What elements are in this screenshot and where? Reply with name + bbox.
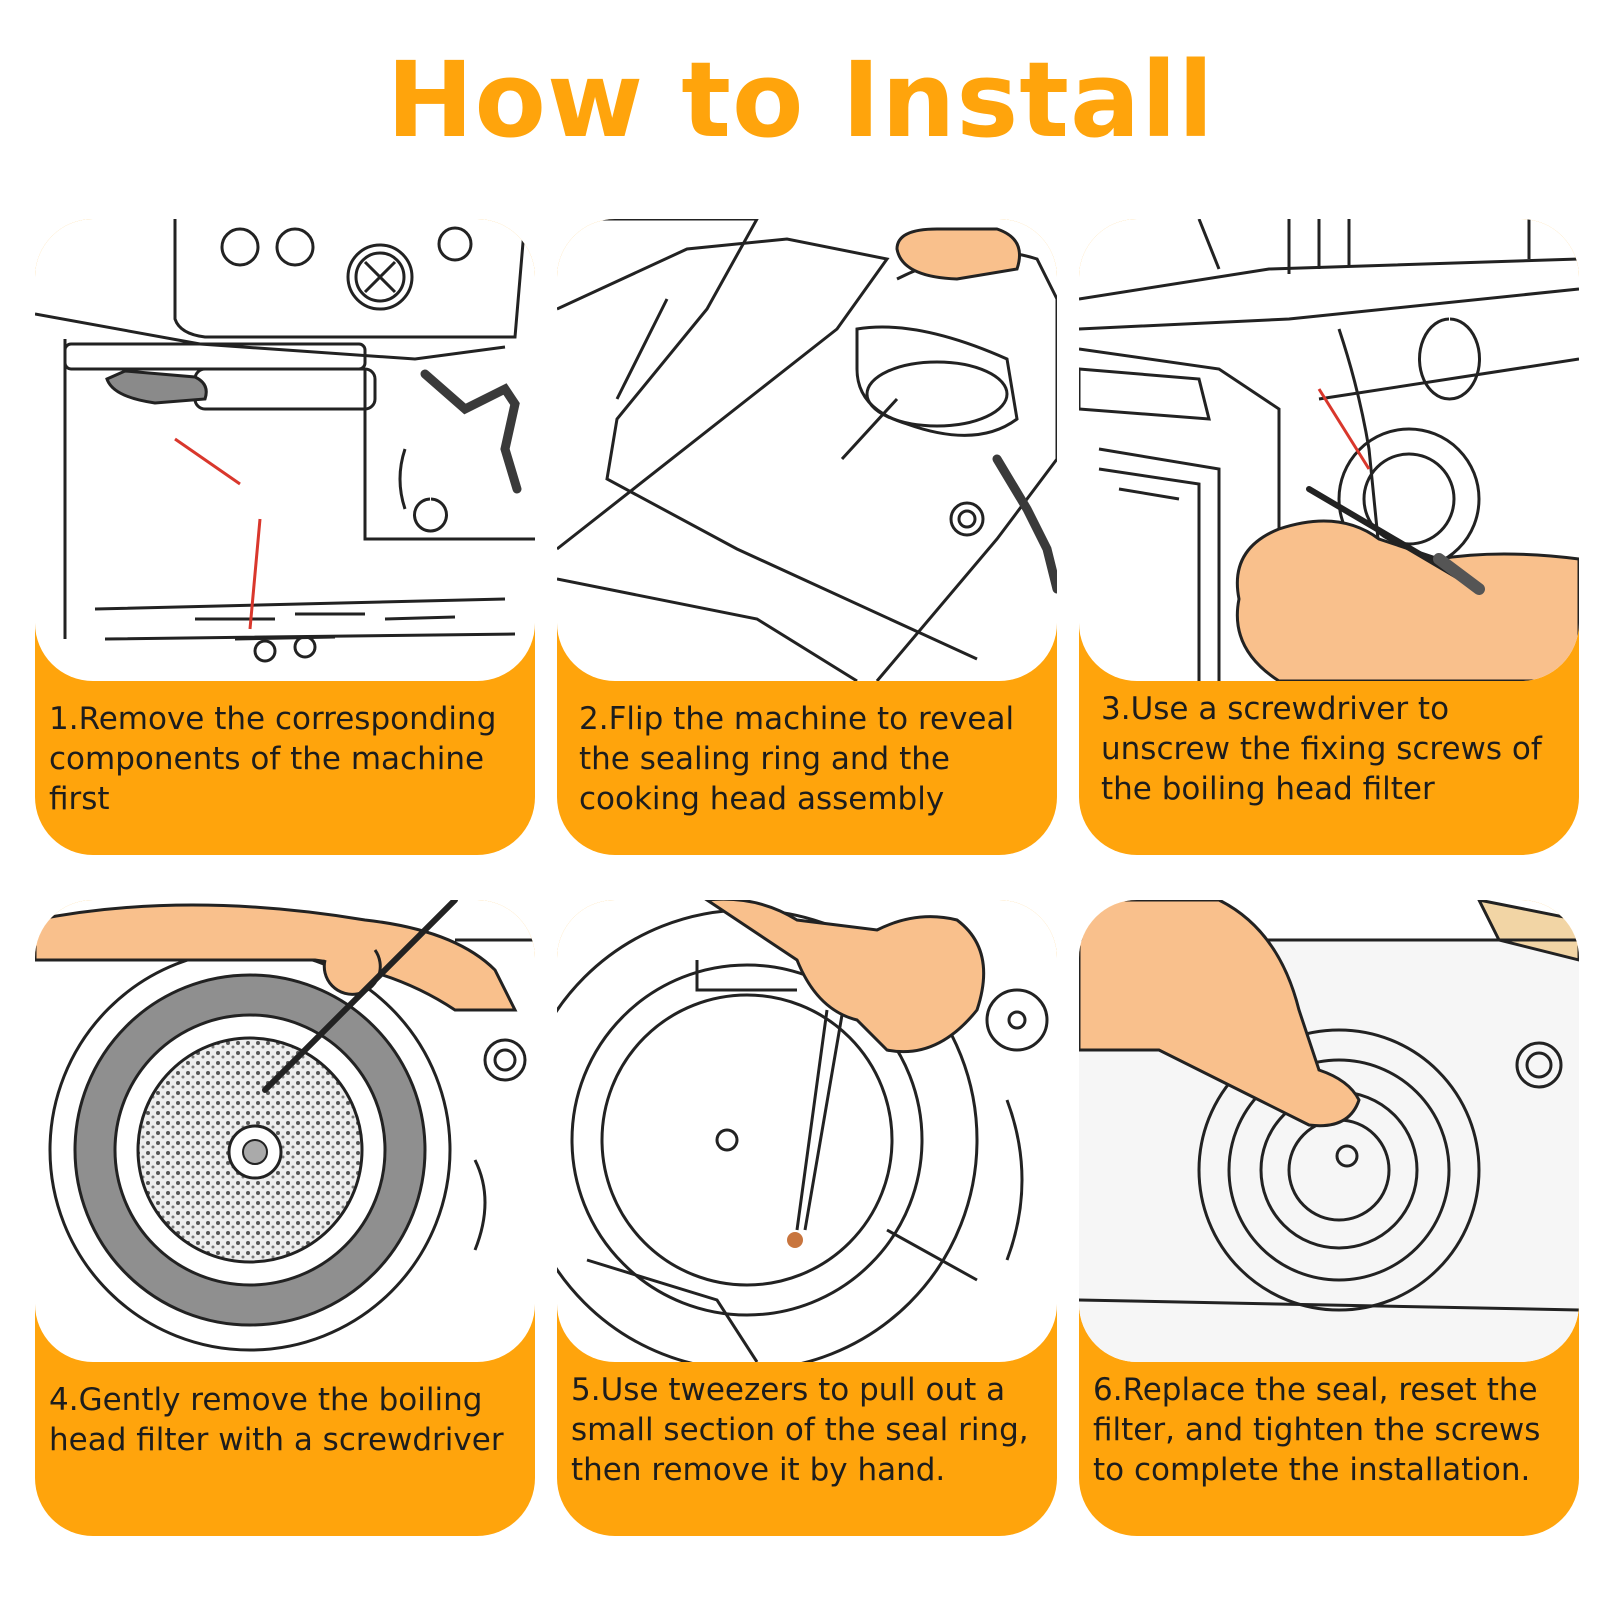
- step-4-caption: 4.Gently remove the boiling head filter …: [49, 1382, 504, 1458]
- step-card-1: 1.Remove the corresponding components of…: [35, 219, 535, 855]
- page-title: How to Install: [386, 39, 1215, 161]
- step-6-caption: 6.Replace the seal, reset the filter, an…: [1093, 1372, 1551, 1488]
- step-card-2: 2.Flip the machine to reveal the sealing…: [557, 219, 1057, 855]
- step-2-caption: 2.Flip the machine to reveal the sealing…: [579, 701, 1024, 817]
- step-5-caption: 5.Use tweezers to pull out a small secti…: [571, 1372, 1039, 1488]
- step-card-4: 4.Gently remove the boiling head filter …: [35, 900, 535, 1536]
- step-1-caption: 1.Remove the corresponding components of…: [49, 701, 507, 817]
- espresso-machine-front-icon: [35, 219, 535, 663]
- filter-removal-illustration: [35, 900, 535, 1362]
- step-card-5: 5.Use tweezers to pull out a small secti…: [557, 900, 1057, 1536]
- finger-on-seal-illustration: [1079, 900, 1579, 1362]
- step-card-3: 3.Use a screwdriver to unscrew the fixin…: [1079, 219, 1579, 855]
- step-3-caption: 3.Use a screwdriver to unscrew the fixin…: [1101, 691, 1552, 807]
- espresso-machine-front-illustration: [35, 219, 535, 681]
- tweezers-seal-illustration: [557, 900, 1057, 1362]
- machine-flipped-illustration: [557, 219, 1057, 681]
- step-card-6: 6.Replace the seal, reset the filter, an…: [1079, 900, 1579, 1536]
- screwdriver-on-group-head-illustration: [1079, 219, 1579, 681]
